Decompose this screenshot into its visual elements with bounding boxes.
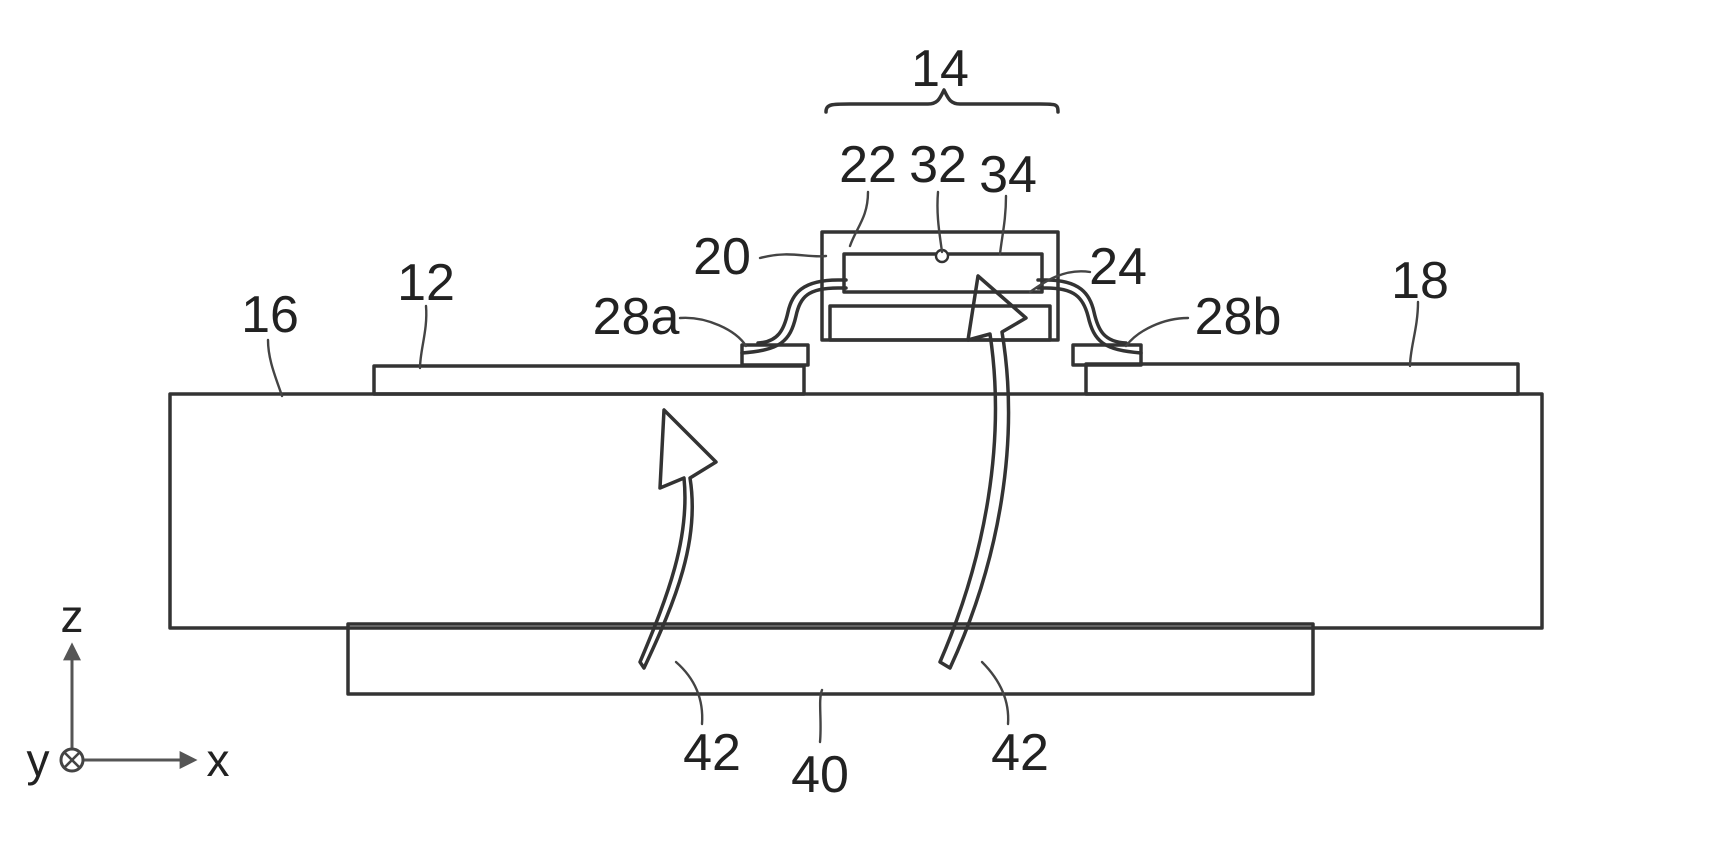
label-18: 18: [1391, 252, 1449, 310]
leader-32: [937, 192, 942, 252]
x-axis-label: x: [207, 734, 230, 786]
pad-18: [1086, 364, 1518, 394]
y-axis-label: y: [27, 734, 50, 786]
heat-sink-40: [348, 624, 1313, 694]
label-28a: 28a: [593, 288, 680, 346]
axis-indicator: z y x: [27, 590, 230, 786]
label-22: 22: [839, 136, 897, 194]
label-12: 12: [397, 254, 455, 312]
label-16: 16: [241, 286, 299, 344]
label-42-right: 42: [991, 724, 1049, 782]
label-32: 32: [909, 136, 967, 194]
chip-20: [822, 232, 1058, 340]
leader-12: [420, 306, 426, 368]
leader-20: [760, 254, 826, 258]
label-24: 24: [1089, 238, 1147, 296]
bond-foot-28b: [1073, 345, 1141, 365]
substrate-16: [170, 394, 1542, 628]
pad-12: [374, 366, 804, 394]
label-14: 14: [911, 40, 969, 98]
leader-28b: [1126, 318, 1188, 346]
label-42-left: 42: [683, 724, 741, 782]
heat-arrow-right-42: [940, 276, 1026, 668]
label-20: 20: [693, 228, 751, 286]
leader-18: [1410, 302, 1418, 366]
leader-22: [850, 192, 868, 246]
leader-16: [268, 340, 282, 396]
label-28b: 28b: [1195, 288, 1282, 346]
label-40: 40: [791, 746, 849, 804]
leader-34: [1000, 196, 1006, 254]
label-34: 34: [979, 146, 1037, 204]
leader-28a: [680, 318, 746, 346]
z-axis-label: z: [61, 590, 84, 642]
leader-40: [820, 690, 822, 742]
